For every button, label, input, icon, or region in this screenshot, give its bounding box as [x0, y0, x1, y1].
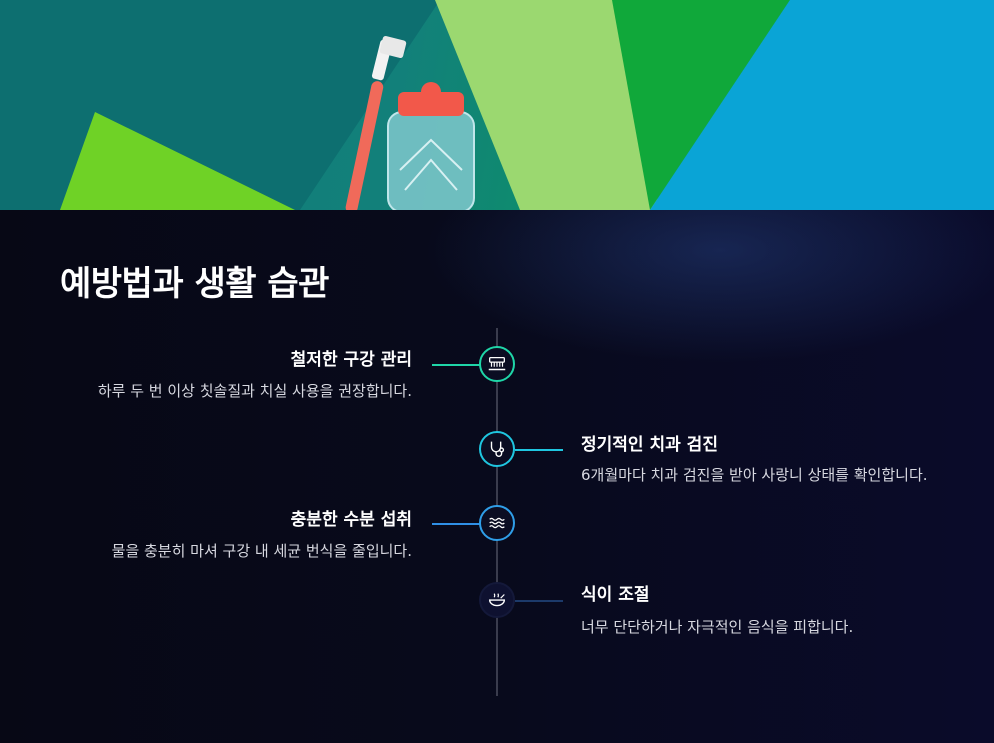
- timeline-node-1: [479, 346, 515, 382]
- timeline-connector-4: [515, 600, 563, 602]
- page-title: 예방법과 생활 습관: [60, 264, 329, 304]
- timeline-node-4: [479, 582, 515, 618]
- water-bottle-icon: [387, 82, 475, 210]
- timeline-connector-1: [432, 364, 480, 366]
- hero-shape-lime: [60, 112, 295, 210]
- water-waves-icon: [489, 517, 505, 529]
- timeline-item-2-description: 6개월마다 치과 검진을 받아 사랑니 상태를 확인합니다.: [581, 466, 928, 484]
- timeline-node-2: [479, 431, 515, 467]
- timeline-item-1-description: 하루 두 번 이상 칫솔질과 치실 사용을 권장합니다.: [97, 382, 412, 400]
- hero-shape-blue: [650, 0, 994, 210]
- timeline-item-4-description: 너무 단단하거나 자극적인 음식을 피합니다.: [581, 618, 854, 636]
- hero-shape-lightgreen: [435, 0, 660, 210]
- timeline-connector-2: [515, 449, 563, 451]
- food-bowl-icon: [488, 593, 506, 607]
- timeline-node-3: [479, 505, 515, 541]
- timeline-item-3-title: 충분한 수분 섭취: [290, 510, 412, 530]
- hero-image: [0, 0, 994, 210]
- hero-illustration: [0, 0, 994, 210]
- timeline-item-3-description: 물을 충분히 마셔 구강 내 세균 번식을 줄입니다.: [111, 542, 412, 560]
- toothbrush-icon: [345, 36, 407, 210]
- timeline-item-1-title: 철저한 구강 관리: [290, 350, 412, 370]
- timeline-item-4-title: 식이 조절: [581, 585, 650, 605]
- timeline-item-2-title: 정기적인 치과 검진: [581, 435, 718, 455]
- toothbrush-brushing-icon: [488, 356, 506, 371]
- stethoscope-icon: [490, 441, 505, 457]
- timeline-connector-3: [432, 523, 480, 525]
- hero-shape-green: [612, 0, 790, 210]
